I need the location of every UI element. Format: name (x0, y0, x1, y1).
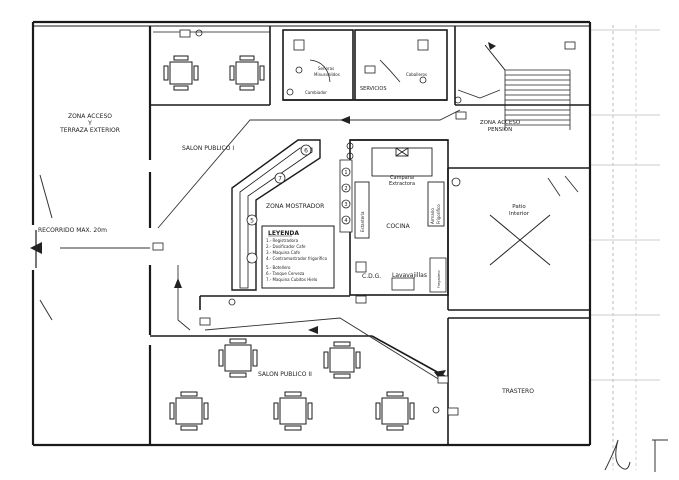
label-extractora: Extractora (389, 181, 415, 187)
label-interior: Interior (509, 211, 530, 217)
label-zona-acceso-y: Y (87, 120, 92, 127)
legend-item-7: 7.- Maquina Cubitos Hielo (266, 277, 318, 282)
counter-number-6: 6 (304, 148, 308, 155)
emergency-lights (152, 29, 576, 416)
label-recorrido: RECORRIDO MAX. 20m (38, 227, 107, 234)
label-senoras: Señoras (318, 66, 334, 71)
table-4 (323, 341, 361, 379)
route-arrow-3 (174, 278, 182, 288)
route-arrow-5 (434, 370, 446, 380)
table-6 (273, 391, 313, 431)
tables (163, 55, 415, 431)
label-zona-acceso-pension-2: PENSION (488, 127, 512, 133)
equipment-column (339, 159, 353, 233)
counter-number-4: 4 (344, 218, 347, 224)
label-campana: Campana (390, 175, 414, 181)
sink (429, 257, 447, 293)
legend-item-2: 2.- Dosificador Cafe (266, 244, 306, 249)
counter-number-3: 3 (344, 202, 347, 208)
label-frigorifico: Frigorifico (436, 204, 441, 224)
legend-box (261, 225, 335, 289)
stairs (484, 44, 571, 130)
shelving (354, 181, 370, 239)
label-salon-publico-2: SALON PUBLICO II (258, 371, 312, 378)
signature (604, 439, 668, 472)
legend-item-5: 5.- Botellero (266, 265, 291, 270)
label-trastero: TRASTERO (501, 388, 534, 395)
table-3 (218, 338, 258, 378)
label-minusvalidos: Minusvalidos (314, 72, 340, 77)
dishwasher (391, 277, 415, 291)
label-fregadero: Fregadero (437, 270, 441, 288)
legend-item-3: 3.- Maquina Cafe (266, 250, 301, 255)
label-cambiador: Cambiador (305, 90, 327, 95)
label-caballeros: Caballeros (406, 72, 427, 77)
table-7 (375, 391, 415, 431)
extraction-hood (371, 147, 433, 177)
cdg-box (355, 261, 367, 273)
grid-ticks (590, 29, 660, 381)
label-zona-mostrador: ZONA MOSTRADOR (266, 203, 324, 210)
label-cdg: C.D.G. (362, 273, 381, 280)
table-5 (169, 391, 209, 431)
counter-number-1: 1 (344, 170, 347, 176)
table-2 (229, 55, 265, 91)
toilets (286, 39, 429, 96)
legend-item-4: 4.- Contramostrador frigorifico (266, 256, 328, 261)
label-zona-acceso: ZONA ACCESO (68, 113, 112, 120)
table-1 (163, 55, 199, 91)
legend-item-6: 6.- Tanque Cerveza (266, 271, 305, 276)
counter-number-7: 7 (278, 176, 282, 183)
label-servicios: SERVICIOS (360, 86, 387, 92)
counter-numbers (246, 144, 312, 264)
label-salon-publico-1: SALON PUBLICO I (182, 145, 234, 152)
legend-title: LEYENDA (268, 230, 299, 237)
route-arrow-2 (340, 116, 350, 124)
label-estanteria: Estanteria (360, 211, 365, 232)
patio-door-swing (547, 175, 579, 197)
route-arrow-4 (308, 326, 318, 334)
label-terraza-exterior: TERRAZA EXTERIOR (59, 127, 120, 134)
label-zona-acceso-pension-1: ZONA ACCESO (480, 120, 521, 126)
counter-number-2: 2 (344, 186, 347, 192)
label-patio: Patio (512, 204, 526, 210)
label-lavavajillas: Lavavajillas (392, 272, 427, 279)
label-cocina: COCINA (386, 223, 410, 230)
legend-item-1: 1.- Registradora (266, 238, 299, 243)
counter-number-5: 5 (250, 218, 254, 225)
stairs-arrow (488, 42, 496, 50)
patio-cross (489, 214, 551, 266)
route-arrow-1 (30, 242, 42, 254)
detectors (195, 29, 462, 414)
fridge-cabinet (427, 181, 445, 227)
label-armario: Armario (430, 208, 435, 224)
